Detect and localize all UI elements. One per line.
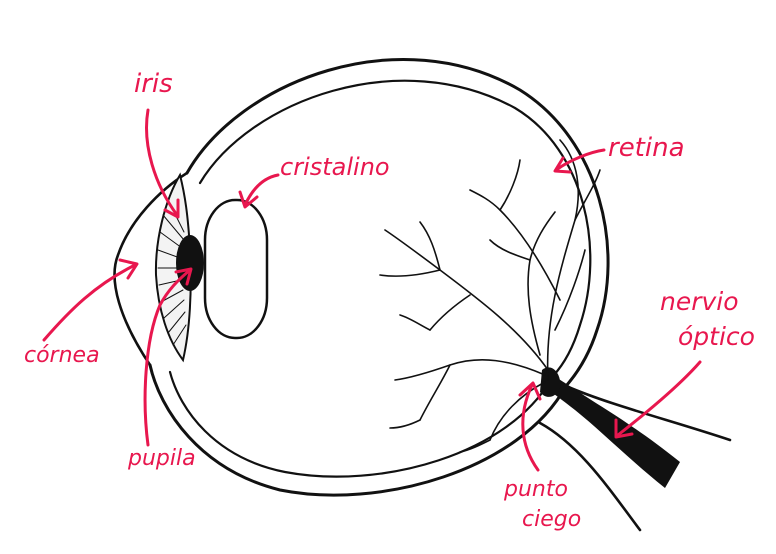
label-retina: retina xyxy=(608,133,685,163)
sclera-outline xyxy=(148,58,610,497)
arrow-retina xyxy=(553,148,606,174)
cornea-outline xyxy=(113,171,189,367)
optic-nerve-fill xyxy=(545,372,680,488)
arrow-punto-ciego xyxy=(518,381,542,472)
arrow-nervio xyxy=(614,360,702,439)
optic-nerve-lower xyxy=(538,421,642,532)
arrow-cornea xyxy=(42,258,139,342)
arrow-cristalino xyxy=(238,173,280,209)
label-iris: iris xyxy=(134,69,173,99)
label-ciego: ciego xyxy=(522,507,581,532)
pupil xyxy=(176,235,204,291)
label-optico: óptico xyxy=(678,322,755,351)
label-nervio: nervio xyxy=(660,287,739,316)
label-punto: punto xyxy=(503,477,568,502)
optic-nerve-upper xyxy=(564,384,732,442)
label-pupila: pupila xyxy=(127,446,196,471)
inner-wall xyxy=(168,79,592,478)
arrow-pupila xyxy=(143,267,193,447)
retinal-vessels xyxy=(379,139,601,453)
label-cornea: córnea xyxy=(24,343,100,368)
arrow-iris xyxy=(145,108,180,219)
lens xyxy=(203,198,269,340)
label-cristalino: cristalino xyxy=(280,153,390,181)
